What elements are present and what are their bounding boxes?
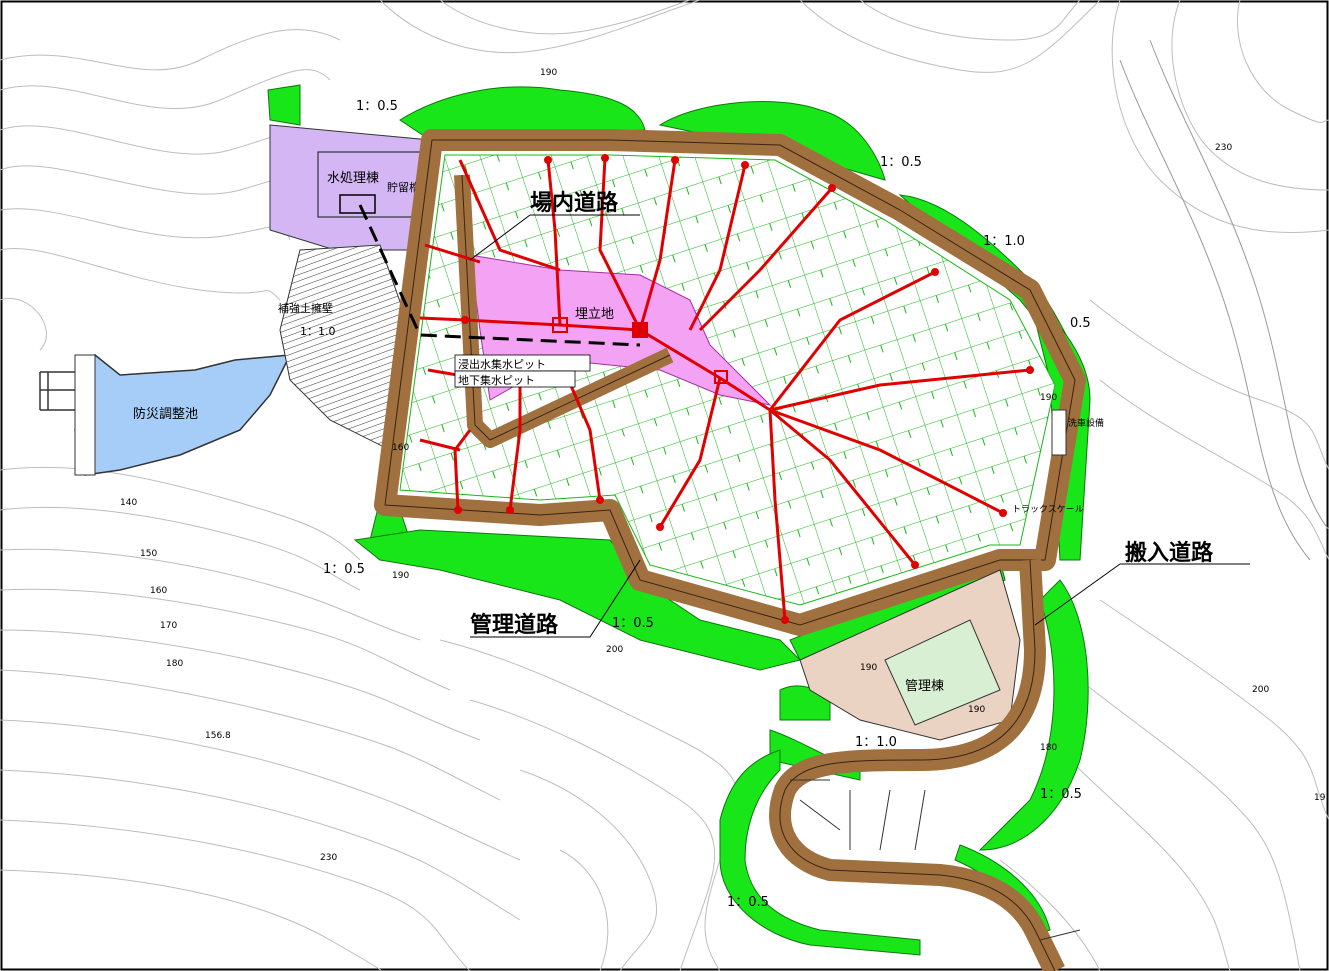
svg-text:190: 190 xyxy=(540,68,557,78)
slope-ratio-2: 1：0.5 xyxy=(880,155,922,170)
disaster-pond-label: 防災調整池 xyxy=(133,406,198,422)
drainage-nodes xyxy=(454,154,1034,624)
svg-text:140: 140 xyxy=(120,498,137,508)
internal-road-label: 場内道路 xyxy=(530,190,619,216)
storage-tank-label: 貯留槽 xyxy=(387,181,420,194)
disaster-prevention-pond: 防災調整池 xyxy=(39,353,292,476)
svg-text:180: 180 xyxy=(166,659,183,669)
slope-ratio-wall: 1：1.0 xyxy=(300,325,336,338)
access-road-cut-lines xyxy=(790,779,1081,941)
slope-ratio-7: 1：0.5 xyxy=(612,616,654,631)
groundwater-pit-box xyxy=(454,370,576,388)
truck-scale-label: トラックスケール xyxy=(1012,504,1084,515)
wash-facility-label: 洗車設備 xyxy=(1068,417,1104,429)
admin-building xyxy=(884,619,1001,726)
access-road-outline xyxy=(779,559,1056,971)
contour-labels: 190 190 190 190 190 140 150 160 160 170 … xyxy=(120,68,1326,863)
storage-tank-box xyxy=(339,194,376,214)
slope-ratio-10: 1：0.5 xyxy=(727,895,769,910)
svg-text:200: 200 xyxy=(606,645,623,655)
admin-building-label: 管理棟 xyxy=(905,679,944,694)
reinforced-earth-wall: 補強土擁壁 1：1.0 xyxy=(278,244,411,451)
landfill-label: 埋立地 xyxy=(575,307,614,322)
wash-facility-box xyxy=(1051,409,1067,456)
svg-text:230: 230 xyxy=(320,853,337,863)
access-road-label: 搬入道路 xyxy=(1125,540,1214,566)
leader-lines xyxy=(469,214,1250,638)
slope-ratio-1: 1：0.5 xyxy=(356,99,398,114)
water-treatment-label: 水処理棟 xyxy=(327,171,379,186)
admin-area: 管理棟 xyxy=(799,569,1021,741)
slope-ratio-6: 1：0.5 xyxy=(323,562,365,577)
svg-text:190: 190 xyxy=(1040,393,1057,403)
svg-text:230: 230 xyxy=(1215,143,1232,153)
slope-ratio-4: 0.5 xyxy=(1070,316,1091,331)
svg-text:190: 190 xyxy=(392,571,409,581)
slope-ratio-9: 1：0.5 xyxy=(1040,787,1082,802)
collection-pits xyxy=(552,317,728,384)
svg-text:160: 160 xyxy=(392,443,409,453)
reinforced-wall-label: 補強土擁壁 xyxy=(278,301,333,315)
svg-text:160: 160 xyxy=(150,586,167,596)
slope-ratio-labels: 1：0.5 1：0.5 1：1.0 0.5 1：0.5 1：0.5 1：1.0 … xyxy=(323,99,1091,910)
berm-outline xyxy=(384,139,1076,626)
groundwater-pit-label: 地下集水ピット xyxy=(458,373,535,387)
svg-text:19: 19 xyxy=(1314,793,1326,803)
svg-text:190: 190 xyxy=(968,705,985,715)
svg-text:190: 190 xyxy=(860,663,877,673)
leachate-pit-label: 浸出水集水ピット xyxy=(458,357,546,371)
slope-ratio-3: 1：1.0 xyxy=(983,234,1025,249)
svg-text:170: 170 xyxy=(160,621,177,631)
svg-text:156.8: 156.8 xyxy=(205,731,231,741)
leachate-pipe xyxy=(358,204,641,347)
svg-text:180: 180 xyxy=(1040,743,1057,753)
water-treatment-area: 水処理棟 貯留槽 xyxy=(269,124,431,251)
inner-berm-outline xyxy=(461,174,671,441)
slope-ratio-5: 1：1.0 xyxy=(855,735,897,750)
management-road-label: 管理道路 xyxy=(470,612,559,638)
svg-text:150: 150 xyxy=(140,549,157,559)
svg-text:200: 200 xyxy=(1252,685,1269,695)
